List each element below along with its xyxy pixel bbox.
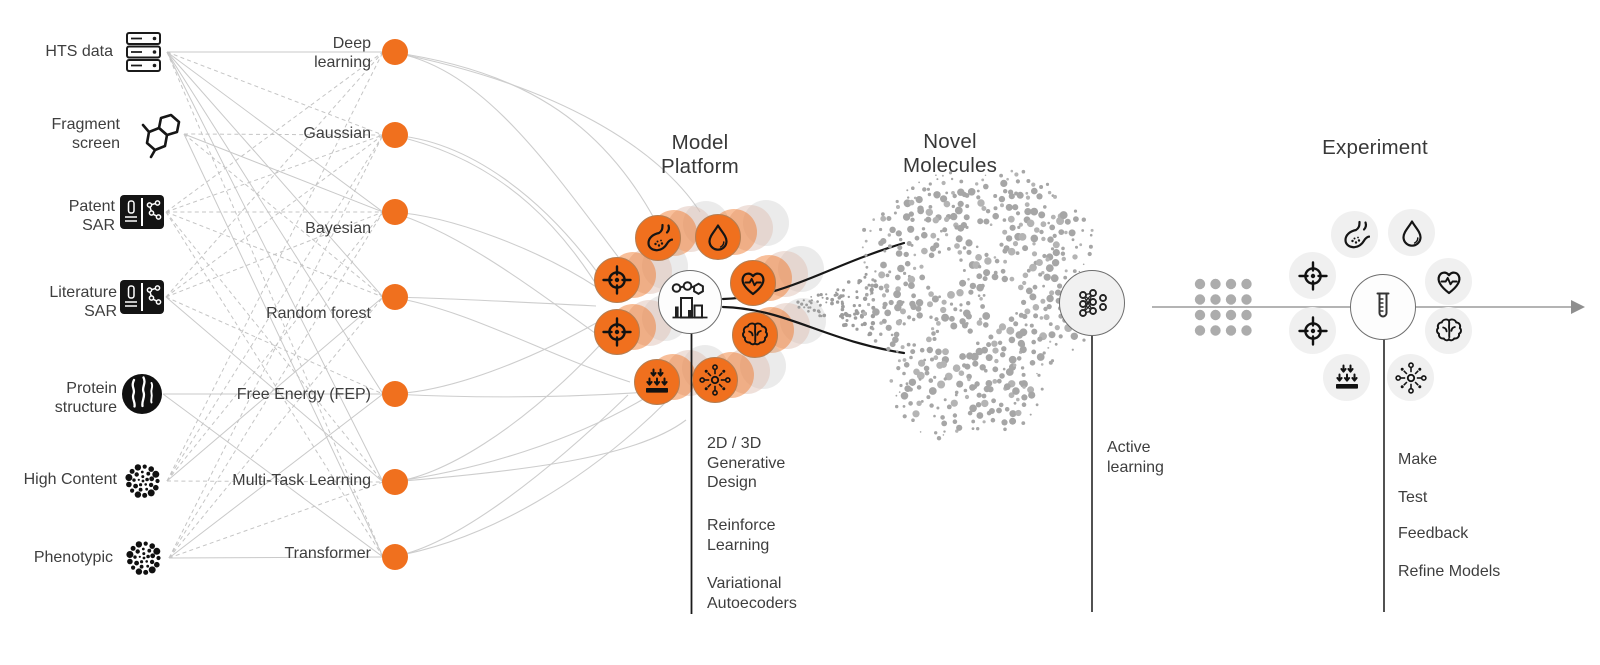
- technique-label-vae: Variational Autoecoders: [707, 575, 797, 612]
- stomach-icon: [1343, 220, 1370, 248]
- source-icon-phenotypic: [121, 535, 167, 581]
- source-label-protein: Protein structure: [54, 380, 117, 416]
- experiment-satellite: [1425, 258, 1472, 305]
- dot-grid: [1194, 278, 1252, 336]
- platform-satellite: [732, 312, 778, 358]
- platform-satellite: [695, 214, 741, 260]
- step-label-feedback: Feedback: [1398, 525, 1469, 542]
- source-icon-hts: [120, 29, 166, 75]
- experiment-satellite: [1323, 354, 1370, 401]
- molecule-icon: [141, 113, 181, 159]
- source-label-patent: Patent SAR: [68, 198, 115, 234]
- model-platform-hub: [658, 270, 722, 334]
- experiment-satellite: [1289, 307, 1336, 354]
- test-tube-icon: [1376, 292, 1390, 318]
- method-dot: [382, 381, 408, 407]
- method-dot: [382, 199, 408, 225]
- molecule-cloud: [796, 169, 1098, 441]
- method-label-transformer: Transformer: [284, 545, 371, 562]
- method-label-random-forest: Random forest: [266, 305, 371, 322]
- brain-icon: [1435, 318, 1462, 341]
- protein-icon: [122, 374, 162, 414]
- source-icon-fragment: [131, 108, 183, 160]
- permeability-icon: [646, 368, 668, 393]
- brain-icon: [742, 322, 768, 346]
- platform-icon: [671, 281, 708, 319]
- experiment-title: Experiment: [1322, 136, 1428, 159]
- source-icon-patent: [118, 192, 166, 232]
- source-icon-literature: [118, 277, 166, 317]
- sar-book-icon: [120, 280, 164, 314]
- method-dot: [382, 122, 408, 148]
- platform-satellite: [635, 215, 681, 261]
- active-learning-label: Active learning: [1107, 439, 1164, 476]
- crosshair-icon: [602, 265, 632, 295]
- method-label-deep-learning: Deep learning: [314, 35, 371, 71]
- connection-mesh: [162, 51, 384, 559]
- step-label-make: Make: [1398, 451, 1438, 468]
- droplet-icon: [708, 224, 728, 251]
- experiment-satellite: [1425, 307, 1472, 354]
- source-label-fragment: Fragment screen: [51, 116, 120, 152]
- active-learning-node: [1059, 270, 1125, 336]
- dot-cluster-icon: [125, 464, 160, 498]
- method-label-fep: Free Energy (FEP): [236, 386, 371, 403]
- stomach-icon: [647, 223, 673, 252]
- method-dot: [382, 544, 408, 570]
- dot-cluster-icon: [126, 541, 161, 575]
- neural-network-icon: [1079, 289, 1107, 317]
- experiment-satellite: [1387, 354, 1434, 401]
- experiment-satellite: [1331, 211, 1378, 258]
- platform-satellite: [692, 357, 738, 403]
- method-label-multitask: Multi-Task Learning: [232, 472, 371, 489]
- heart-ecg-icon: [1437, 271, 1460, 294]
- flow-curves: [390, 51, 701, 558]
- platform-satellite: [594, 309, 640, 355]
- sar-book-icon: [120, 195, 164, 229]
- step-label-test: Test: [1398, 489, 1428, 506]
- crosshair-icon: [602, 317, 632, 347]
- droplet-icon: [1401, 219, 1422, 247]
- platform-satellite: [594, 257, 640, 303]
- platform-satellite: [634, 359, 680, 405]
- radial-network-icon: [1394, 361, 1427, 394]
- method-label-bayesian: Bayesian: [305, 220, 371, 237]
- radial-network-icon: [699, 364, 731, 396]
- source-icon-protein: [120, 372, 164, 416]
- technique-label-generative: 2D / 3D Generative Design: [707, 435, 786, 491]
- novel-molecules-title: Novel Molecules: [902, 130, 998, 177]
- method-dot: [382, 284, 408, 310]
- heart-ecg-icon: [741, 272, 765, 296]
- server-icon: [126, 32, 161, 72]
- source-icon-highcontent: [120, 458, 166, 504]
- experiment-hub: [1350, 274, 1416, 340]
- method-dot: [382, 469, 408, 495]
- technique-label-reinforce: Reinforce Learning: [707, 517, 776, 554]
- crosshair-icon: [1297, 315, 1328, 346]
- source-label-hts: HTS data: [45, 43, 113, 60]
- model-platform-title: Model Platform: [661, 131, 739, 178]
- experiment-satellite: [1388, 209, 1435, 256]
- source-label-highcontent: High Content: [23, 471, 117, 488]
- crosshair-icon: [1297, 260, 1328, 291]
- step-label-refine: Refine Models: [1398, 563, 1501, 580]
- experiment-satellite: [1289, 252, 1336, 299]
- method-dot: [382, 39, 408, 65]
- permeability-icon: [1335, 364, 1358, 389]
- source-label-phenotypic: Phenotypic: [33, 549, 113, 566]
- platform-satellite: [730, 260, 776, 306]
- stem-lines: [690, 333, 1385, 614]
- source-label-literature: Literature SAR: [49, 284, 117, 320]
- method-label-gaussian: Gaussian: [303, 125, 371, 142]
